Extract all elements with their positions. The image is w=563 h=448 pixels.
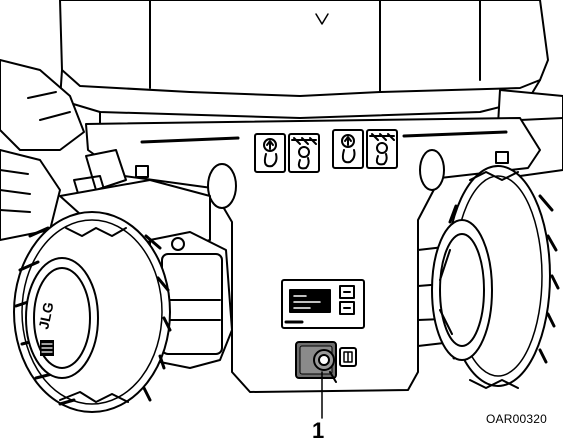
lug-left [85, 149, 127, 191]
callout-number: 1 [312, 418, 325, 443]
right-wheel [431, 165, 560, 389]
brand-logo-icon: JLG [35, 301, 56, 331]
left-drive-housing [59, 179, 233, 369]
figure-reference-code: OAR00320 [486, 412, 547, 426]
lifting-point-icon [291, 133, 395, 170]
connector-housing [295, 341, 337, 383]
plate-slot-right [495, 151, 509, 164]
slot-left [207, 163, 237, 209]
connector-icon [339, 347, 357, 367]
slot-right [419, 149, 445, 191]
left-frame [0, 59, 85, 241]
plate-slot-left [135, 165, 149, 178]
upper-body [59, 0, 549, 125]
decal-row [254, 129, 398, 173]
tie-down-lug-icon [263, 134, 356, 168]
top-mark-icon [315, 13, 329, 25]
control-panel-label-icon [281, 279, 365, 329]
left-wheel [13, 211, 172, 413]
